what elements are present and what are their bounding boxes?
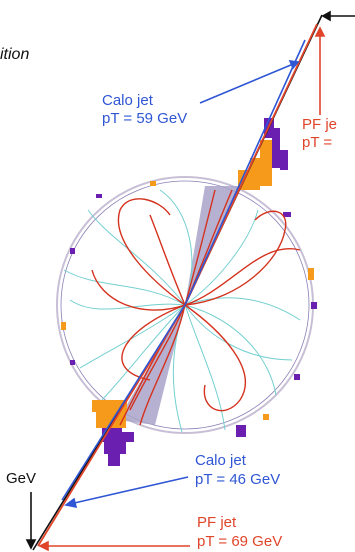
upper-calorimeter-towers — [238, 118, 288, 190]
upper-calo-jet-line — [184, 39, 306, 306]
calo-jet-top-name: Calo jet — [102, 92, 153, 109]
calo-jet-bottom-pt: pT = 46 GeV — [195, 471, 281, 488]
header-fragment: ition — [0, 46, 30, 63]
detector-inner-ring — [60, 180, 310, 430]
pf-jet-bottom-pt: pT = 69 GeV — [197, 533, 283, 550]
pf-jet-top-name: PF je — [302, 116, 338, 133]
calo-jet-top-pt: pT = 59 GeV — [102, 110, 188, 127]
calo-jet-bottom-name: Calo jet — [195, 452, 246, 469]
charged-tracks — [91, 185, 301, 426]
generator-jet-fragment: GeV — [6, 470, 37, 487]
lower-calo-jet-line — [61, 304, 186, 501]
annotation-arrows — [25, 10, 355, 552]
lower-calorimeter-towers — [92, 400, 134, 466]
pf-jet-top-pt: pT = — [302, 134, 333, 151]
ring-deposits — [61, 181, 317, 437]
pf-jet-bottom-name: PF jet — [197, 514, 237, 531]
